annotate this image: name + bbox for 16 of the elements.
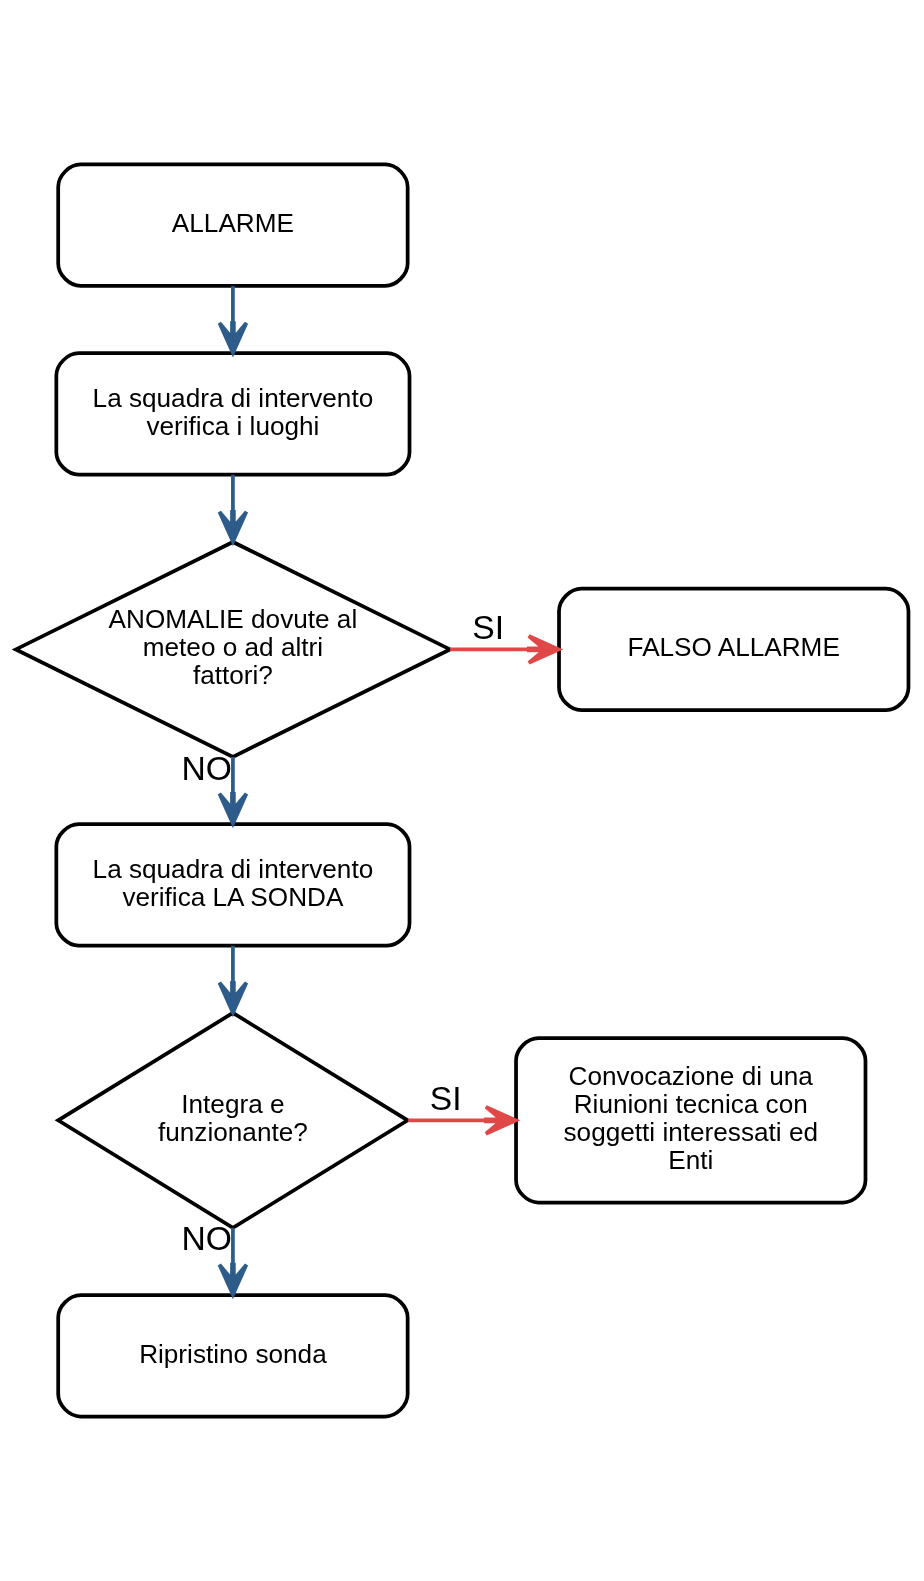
arrow: [450, 634, 561, 665]
node-box: La squadra di intervento verifica i luoghi: [54, 351, 412, 477]
arrow: [217, 1227, 249, 1297]
arrow: [217, 286, 249, 355]
arrow: [217, 474, 249, 544]
node-box: Ripristino sonda: [56, 1293, 410, 1419]
node-box: Convocazione di una Riunioni tecnica con soggetti interessati ed Enti: [514, 1036, 868, 1205]
arrow: [217, 945, 249, 1015]
node-box: ALLARME: [56, 162, 410, 288]
edge-label: NO: [181, 749, 232, 787]
arrow: [408, 1105, 518, 1136]
edge-label: SI: [472, 608, 505, 646]
node-box: FALSO ALLARME: [557, 586, 911, 712]
edge-label: SI: [429, 1079, 462, 1117]
node-box: La squadra di intervento verifica LA SONDA: [54, 822, 412, 948]
arrow: [217, 756, 249, 826]
